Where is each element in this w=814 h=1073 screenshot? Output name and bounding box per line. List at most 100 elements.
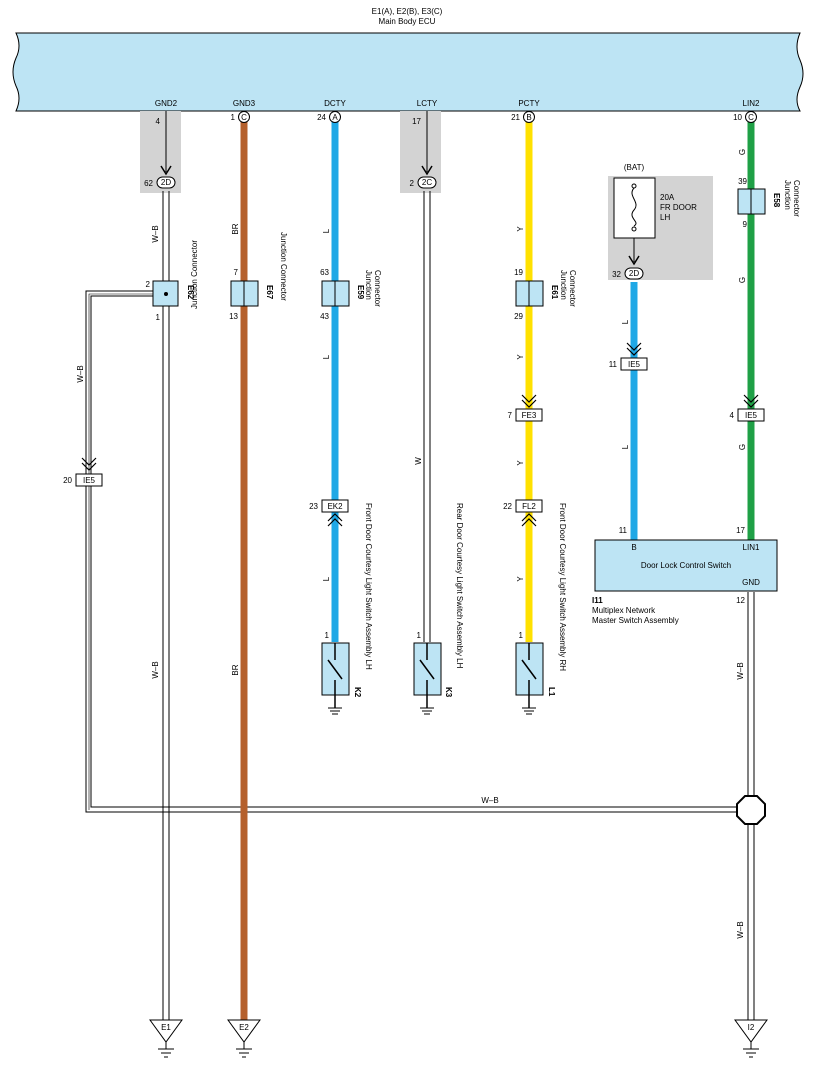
wire-label-wb-6: W–B bbox=[736, 921, 745, 938]
wire-label-br-1: BR bbox=[231, 223, 240, 234]
svg-text:1: 1 bbox=[417, 631, 422, 640]
ecu-connectors-label: E1(A), E2(B), E3(C) bbox=[372, 7, 443, 16]
svg-text:21: 21 bbox=[511, 113, 520, 122]
svg-text:2: 2 bbox=[410, 179, 415, 188]
wire-label-wb-5: W–B bbox=[736, 662, 745, 679]
module-id: I11 bbox=[592, 596, 603, 605]
ground-e1: E1 bbox=[149, 1019, 183, 1058]
svg-text:2D: 2D bbox=[161, 178, 171, 187]
pin-name-lcty: LCTY bbox=[417, 99, 438, 108]
svg-text:29: 29 bbox=[514, 312, 523, 321]
inline-ie5-right: IE5 4 bbox=[730, 394, 765, 422]
wire-label-wb-4: W–B bbox=[481, 796, 498, 805]
connector-e61: 19 29 E61 Junction Connector bbox=[514, 268, 577, 321]
pin-name-gnd3: GND3 bbox=[233, 99, 256, 108]
svg-text:IE5: IE5 bbox=[628, 360, 641, 369]
svg-text:23: 23 bbox=[309, 502, 318, 511]
svg-text:63: 63 bbox=[320, 268, 329, 277]
svg-text:24: 24 bbox=[317, 113, 326, 122]
svg-text:Rear Door Courtesy Light Switc: Rear Door Courtesy Light Switch Assembly… bbox=[455, 503, 464, 669]
svg-text:L1: L1 bbox=[547, 687, 556, 697]
svg-text:I2: I2 bbox=[748, 1023, 755, 1032]
svg-text:7: 7 bbox=[508, 411, 513, 420]
module-title: Door Lock Control Switch bbox=[641, 561, 731, 570]
switch-k2: 1 K2 Front Door Courtesy Light Switch As… bbox=[321, 503, 373, 715]
wire-gnd2-wb bbox=[162, 111, 170, 1020]
svg-text:K2: K2 bbox=[353, 687, 362, 698]
svg-text:(BAT): (BAT) bbox=[624, 163, 645, 172]
wire-label-l-1: L bbox=[322, 228, 331, 233]
module-pin-gnd: GND bbox=[742, 578, 760, 587]
module-pin-b-num: 11 bbox=[619, 526, 628, 535]
ecu-pin-gnd3: C 1 bbox=[231, 111, 250, 123]
wire-wb-loop bbox=[85, 290, 739, 813]
svg-text:IE5: IE5 bbox=[83, 476, 96, 485]
svg-text:32: 32 bbox=[612, 270, 621, 279]
svg-text:C: C bbox=[748, 113, 754, 122]
svg-text:B: B bbox=[526, 113, 531, 122]
ecu-pin-lcty: 17 bbox=[412, 117, 421, 126]
svg-text:Junction: Junction bbox=[783, 180, 792, 210]
wire-label-w: W bbox=[414, 457, 423, 465]
svg-text:LH: LH bbox=[660, 213, 670, 222]
pin-name-lin2: LIN2 bbox=[743, 99, 760, 108]
wire-label-g-3: G bbox=[738, 444, 747, 450]
svg-text:20A: 20A bbox=[660, 193, 675, 202]
ground-e2: E2 bbox=[227, 1019, 261, 1058]
svg-text:C: C bbox=[241, 113, 247, 122]
pin-name-pcty: PCTY bbox=[518, 99, 540, 108]
wire-label-l-4: L bbox=[621, 319, 630, 324]
wire-label-y-4: Y bbox=[516, 576, 525, 582]
svg-text:4: 4 bbox=[730, 411, 735, 420]
svg-text:Junction: Junction bbox=[559, 270, 568, 300]
wire-label-br-2: BR bbox=[231, 664, 240, 675]
svg-text:E61: E61 bbox=[550, 285, 559, 300]
svg-text:17: 17 bbox=[412, 117, 421, 126]
svg-text:2C: 2C bbox=[422, 178, 432, 187]
svg-text:EK2: EK2 bbox=[327, 502, 343, 511]
svg-text:FR DOOR: FR DOOR bbox=[660, 203, 697, 212]
module-pin-gnd-num: 12 bbox=[736, 596, 745, 605]
wire-label-wb-2: W–B bbox=[76, 365, 85, 382]
svg-text:22: 22 bbox=[503, 502, 512, 511]
svg-text:11: 11 bbox=[609, 360, 618, 369]
ecu-name-label: Main Body ECU bbox=[379, 17, 436, 26]
fuse-fr-door-lh: (BAT) 20A FR DOOR LH bbox=[613, 163, 697, 239]
svg-text:62: 62 bbox=[144, 179, 153, 188]
svg-text:Connector: Connector bbox=[373, 270, 382, 307]
module-pin-b: B bbox=[631, 543, 636, 552]
svg-text:1: 1 bbox=[156, 313, 161, 322]
ground-i2: I2 bbox=[734, 1019, 768, 1058]
svg-text:FL2: FL2 bbox=[522, 502, 536, 511]
svg-text:Junction: Junction bbox=[364, 270, 373, 300]
svg-text:IE5: IE5 bbox=[745, 411, 758, 420]
door-lock-control-switch-module: Door Lock Control Switch B 11 LIN1 17 GN… bbox=[592, 526, 778, 625]
svg-text:4: 4 bbox=[156, 117, 161, 126]
inline-ek2: EK2 23 bbox=[309, 499, 349, 527]
svg-text:1: 1 bbox=[519, 631, 524, 640]
svg-text:Connector: Connector bbox=[792, 180, 801, 217]
svg-text:Connector: Connector bbox=[568, 270, 577, 307]
svg-text:E1: E1 bbox=[161, 1023, 171, 1032]
connector-e58: 39 9 E58 Junction Connector bbox=[737, 177, 801, 229]
junction-2c: 2C 2 bbox=[410, 165, 437, 189]
svg-text:2D: 2D bbox=[629, 269, 639, 278]
svg-text:Junction Connector: Junction Connector bbox=[279, 232, 288, 301]
svg-text:E62: E62 bbox=[186, 285, 195, 300]
module-pin-lin1-num: 17 bbox=[736, 526, 745, 535]
svg-text:A: A bbox=[332, 113, 338, 122]
svg-text:Front Door Courtesy Light Swit: Front Door Courtesy Light Switch Assembl… bbox=[364, 503, 373, 670]
junction-2d-right: 2D 32 bbox=[612, 255, 644, 280]
module-desc2: Master Switch Assembly bbox=[592, 616, 679, 625]
wire-label-y-2: Y bbox=[516, 354, 525, 360]
pin-name-dcty: DCTY bbox=[324, 99, 346, 108]
wire-label-l-3: L bbox=[322, 576, 331, 581]
ecu-pin-pcty: B 21 bbox=[511, 111, 535, 123]
svg-text:E58: E58 bbox=[772, 193, 781, 208]
wire-label-g-2: G bbox=[738, 277, 747, 283]
switch-k3: 1 K3 Rear Door Courtesy Light Switch Ass… bbox=[413, 503, 464, 715]
svg-text:Junction Connector: Junction Connector bbox=[190, 240, 199, 309]
svg-text:1: 1 bbox=[325, 631, 330, 640]
connector-e59: 63 43 E59 Junction Connector bbox=[320, 268, 382, 321]
svg-text:43: 43 bbox=[320, 312, 329, 321]
